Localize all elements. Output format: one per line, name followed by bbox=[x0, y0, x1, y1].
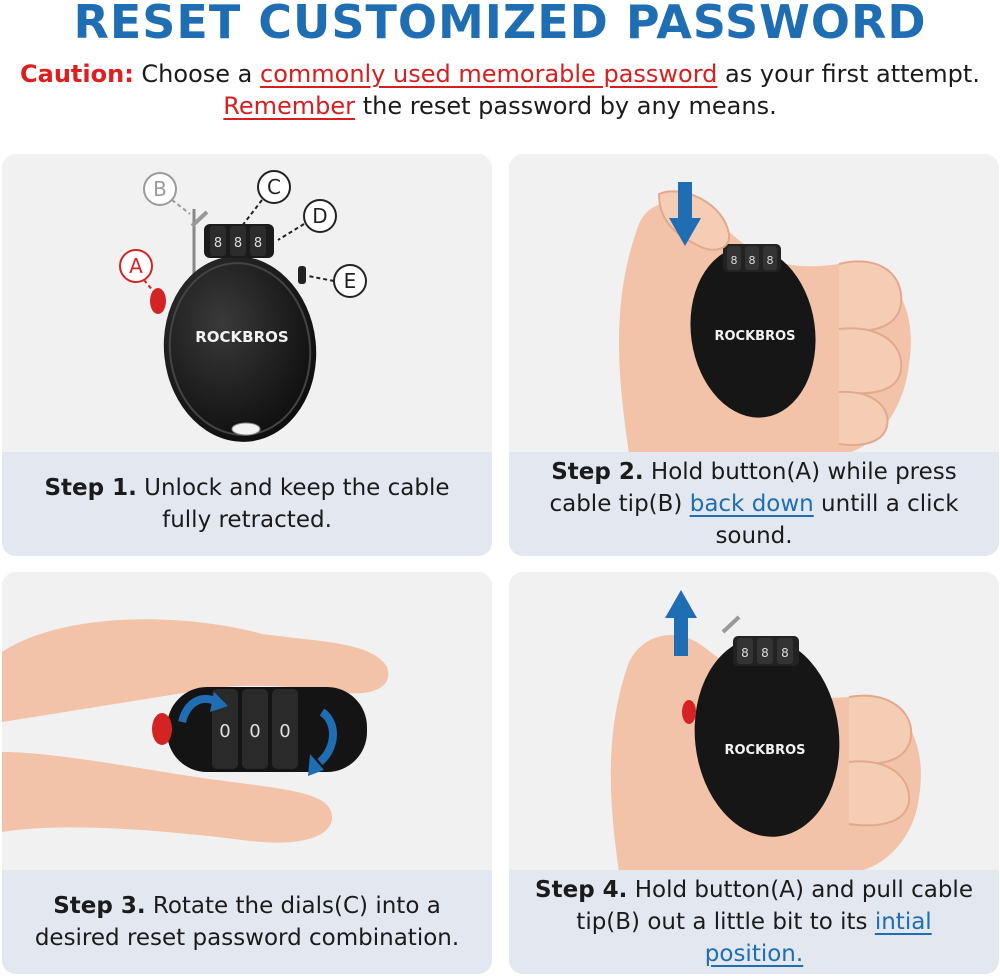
dial-digit: 8 bbox=[767, 254, 774, 267]
dial-digit: 8 bbox=[781, 646, 789, 660]
caution-text-2: as your first attempt. bbox=[717, 60, 980, 88]
step-3-text: Rotate the dials(C) into a desired reset… bbox=[34, 893, 460, 951]
svg-text:A: A bbox=[129, 254, 143, 278]
step-4-card: 8 8 8 ROCKBROS Step 4. Hold button(A) an… bbox=[509, 572, 999, 974]
dial-digit: 0 bbox=[219, 721, 230, 742]
svg-text:C: C bbox=[267, 175, 281, 199]
step-2-card: 8 8 8 ROCKBROS Step 2. Hold button(A) wh… bbox=[509, 154, 999, 556]
dial-digit: 8 bbox=[234, 236, 242, 251]
page-title: RESET CUSTOMIZED PASSWORD bbox=[73, 0, 927, 49]
step-4-label: Step 4. bbox=[535, 877, 628, 903]
step-1-photo: 8 8 8 ROCKBROS B C bbox=[2, 154, 492, 454]
dial-digit: 8 bbox=[731, 254, 738, 267]
caution-text-1: Choose a bbox=[133, 60, 260, 88]
brand-logo: ROCKBROS bbox=[714, 329, 795, 344]
step-4-link: intial position. bbox=[704, 909, 932, 967]
marker-b: B bbox=[143, 172, 191, 215]
step-1-card: 8 8 8 ROCKBROS B C bbox=[2, 154, 492, 556]
dial-digit: 8 bbox=[254, 236, 262, 251]
brand-logo: ROCKBROS bbox=[724, 743, 805, 758]
step-3-dials: 0 0 0 bbox=[212, 689, 298, 769]
dial-digit: 8 bbox=[214, 236, 222, 251]
arrow-up-icon bbox=[665, 590, 697, 656]
step-1-label: Step 1. bbox=[44, 475, 137, 501]
dial-digit: 8 bbox=[761, 646, 769, 660]
arrow-down-icon bbox=[669, 182, 701, 246]
step-3-photo: 0 0 0 bbox=[2, 572, 492, 872]
caution-label: Caution: bbox=[20, 60, 134, 88]
marker-d: D bbox=[277, 199, 337, 241]
caution-line-1: Caution: Choose a commonly used memorabl… bbox=[0, 58, 1000, 90]
step-2-label: Step 2. bbox=[551, 459, 644, 485]
step-4-text-1: Hold button(A) and pull cable tip(B) out… bbox=[576, 877, 973, 935]
dial-digit: 0 bbox=[249, 721, 260, 742]
step-2-link: back down bbox=[689, 491, 814, 517]
marker-a: A bbox=[119, 249, 155, 293]
step-3-card: 0 0 0 Step 3. Rotate the dials(C) into a… bbox=[2, 572, 492, 974]
dial-digit: 8 bbox=[741, 646, 749, 660]
caution-text-3: the reset password by any means. bbox=[355, 92, 777, 120]
brand-logo: ROCKBROS bbox=[195, 328, 288, 346]
step-1-text: Unlock and keep the cable fully retracte… bbox=[136, 475, 450, 533]
step-2-caption: Step 2. Hold button(A) while press cable… bbox=[509, 452, 999, 556]
caution-line-2: Remember the reset password by any means… bbox=[0, 90, 1000, 122]
step-2-photo: 8 8 8 ROCKBROS bbox=[509, 154, 999, 454]
step-3-caption: Step 3. Rotate the dials(C) into a desir… bbox=[2, 870, 492, 974]
caution-link-memorable: commonly used memorable password bbox=[260, 60, 718, 88]
step-1-dials: 8 8 8 bbox=[210, 226, 266, 256]
step-4-caption: Step 4. Hold button(A) and pull cable ti… bbox=[509, 870, 999, 974]
svg-text:B: B bbox=[153, 177, 167, 201]
step-3-label: Step 3. bbox=[53, 893, 146, 919]
step-2-text-1: Hold button(A) while press cable tip(B) bbox=[549, 459, 957, 517]
rotate-arrow-icon bbox=[178, 692, 337, 776]
svg-text:D: D bbox=[312, 204, 327, 228]
step-2-text-2: untill a click sound. bbox=[715, 491, 959, 549]
dial-digit: 0 bbox=[279, 721, 290, 742]
marker-c: C bbox=[241, 170, 291, 227]
svg-text:E: E bbox=[344, 269, 357, 293]
dial-digit: 8 bbox=[749, 254, 756, 267]
marker-e: E bbox=[307, 264, 367, 298]
step-1-caption: Step 1. Unlock and keep the cable fully … bbox=[2, 452, 492, 556]
step-4-photo: 8 8 8 ROCKBROS bbox=[509, 572, 999, 872]
caution-link-remember: Remember bbox=[223, 92, 356, 120]
